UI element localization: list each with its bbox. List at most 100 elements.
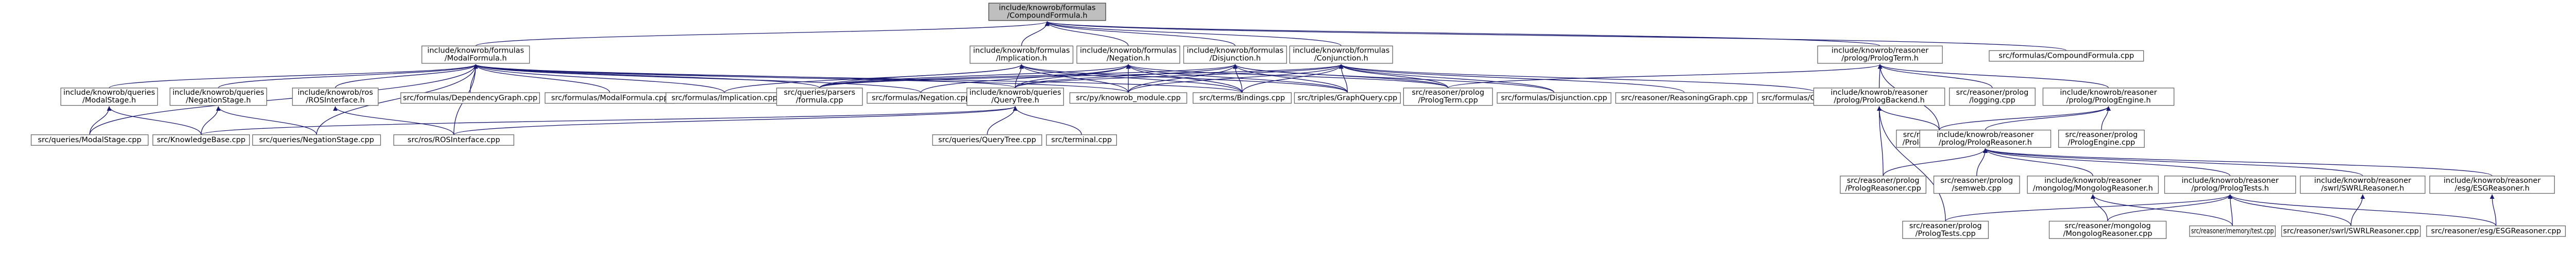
node-label: src/reasoner/prolog (1412, 89, 1484, 97)
node-label: src/reasoner/prolog (1956, 89, 2029, 97)
node-neg-h[interactable]: include/knowrob/formulas/Negation.h (1076, 45, 1180, 64)
node-bindings-cpp[interactable]: src/terms/Bindings.cpp (1193, 92, 1292, 104)
edge-esg_cpp-to-prologtests_h (2228, 194, 2497, 226)
edge-negation_cpp-to-modal_h (473, 64, 922, 93)
node-box (1817, 45, 1943, 64)
node-querytree-h[interactable]: include/knowrob/queries/QueryTree.h (967, 88, 1064, 106)
node-compound-cpp[interactable]: src/formulas/CompoundFormula.cpp (1989, 50, 2144, 62)
node-esg-cpp[interactable]: src/reasoner/esg/ESGReasoner.cpp (2426, 225, 2566, 237)
node-label: src/reasoner/swrl/SWRLReasoner.cpp (2283, 227, 2419, 235)
node-label: src/formulas/ModalFormula.cpp (551, 94, 669, 102)
node-impl-h[interactable]: include/knowrob/formulas/Implication.h (970, 45, 1074, 64)
node-box (1294, 92, 1401, 104)
node-mongolog-h[interactable]: include/knowrob/reasoner/mongolog/Mongol… (2027, 176, 2159, 194)
edge-esg_h-to-prologreasoner_h (1983, 148, 2493, 177)
node-box (60, 88, 158, 106)
node-label: /QueryTree.h (991, 96, 1039, 105)
node-negstage-h[interactable]: include/knowrob/queries/NegationStage.h (170, 88, 267, 106)
node-kb-cpp[interactable]: src/KnowledgeBase.cpp (152, 134, 250, 146)
edge-prologbackend_cpp-to-prologbackend_h (1877, 106, 1940, 130)
node-logging-cpp[interactable]: src/reasoner/prolog/logging.cpp (1949, 88, 2036, 106)
node-impl-cpp[interactable]: src/formulas/Implication.cpp (665, 92, 784, 104)
node-esg-h[interactable]: include/knowrob/reasoner/esg/ESGReasoner… (2429, 176, 2555, 194)
node-label: include/knowrob/reasoner (1937, 131, 2033, 139)
node-prologengine-cpp[interactable]: src/reasoner/prolog/PrologEngine.cpp (2058, 129, 2145, 148)
node-box (932, 134, 1042, 146)
node-pymodule-cpp[interactable]: src/py/knowrob_module.cpp (1069, 92, 1188, 104)
edge-swrl_cpp-to-swrl_h (2350, 194, 2365, 226)
node-modal-cpp[interactable]: src/formulas/ModalFormula.cpp (545, 92, 675, 104)
edge-prologterm_cpp-to-prologterm_h (1447, 64, 1883, 89)
node-mongolog-cpp[interactable]: src/reasoner/mongolog/MongologReasoner.c… (2048, 220, 2167, 239)
node-label: include/knowrob/formulas (999, 4, 1096, 12)
dependency-edges (89, 21, 2497, 226)
node-conj-h[interactable]: include/knowrob/formulas/Conjunction.h (1289, 45, 1393, 64)
node-label: include/knowrob/formulas (427, 47, 524, 55)
node-box (2300, 176, 2426, 194)
edge-disj_cpp-to-disj_h (1233, 64, 1555, 93)
node-label: include/knowrob/formulas (973, 47, 1070, 55)
node-memory-cpp[interactable]: src/reasoner/memory/test.cpp (2189, 225, 2276, 237)
node-label: /logging.cpp (1969, 96, 2015, 105)
edge-bindings_cpp-to-impl_h (1019, 64, 1243, 93)
node-graphquery-cpp[interactable]: src/triples/GraphQuery.cpp (1294, 92, 1401, 104)
node-label: /swrl/SWRLReasoner.h (2321, 184, 2404, 193)
edge-kb_cpp-to-querytree_h (200, 106, 1018, 135)
node-label: src/reasoner/esg/ESGReasoner.cpp (2431, 227, 2561, 235)
node-label: include/knowrob/reasoner (2314, 177, 2411, 185)
node-depgraph-cpp[interactable]: src/formulas/DependencyGraph.cpp (400, 92, 540, 104)
edge-querytree_h-to-disj_h (1014, 64, 1238, 89)
node-swrl-h[interactable]: include/knowrob/reasoner/swrl/SWRLReason… (2300, 176, 2426, 194)
node-prologengine-h[interactable]: include/knowrob/reasoner/prolog/PrologEn… (2042, 88, 2175, 106)
node-box (1615, 92, 1754, 104)
edge-terminal_cpp-to-querytree_h (1013, 106, 1082, 135)
node-rosiface-h[interactable]: include/knowrob/ros/ROSInterface.h (292, 88, 379, 106)
edge-prologtests_h-to-prologreasoner_h (1983, 148, 2231, 177)
edge-parsers_cpp-to-disj_h (819, 64, 1238, 89)
node-disj-h[interactable]: include/knowrob/formulas/Disjunction.h (1183, 45, 1287, 64)
node-prologterm-cpp[interactable]: src/reasoner/prolog/PrologTerm.cpp (1403, 88, 1493, 106)
node-modalstage-cpp[interactable]: src/queries/ModalStage.cpp (30, 134, 149, 146)
node-negstage-cpp[interactable]: src/queries/NegationStage.cpp (252, 134, 381, 146)
node-rosiface-cpp[interactable]: src/ros/ROSInterface.cpp (393, 134, 515, 146)
node-label: /prolog/PrologTerm.h (1841, 55, 1919, 63)
edge-disj_h-to-root (1045, 21, 1236, 46)
node-prologbackend-h[interactable]: include/knowrob/reasoner/prolog/PrologBa… (1813, 88, 1945, 106)
node-box (292, 88, 379, 106)
edge-prologterm_cpp-to-disj_h (1233, 64, 1449, 89)
node-prologreasoner-h[interactable]: include/knowrob/reasoner/prolog/PrologRe… (1919, 129, 2052, 148)
edge-pymodule_cpp-to-impl_h (1019, 64, 1129, 93)
node-disj-cpp[interactable]: src/formulas/Disjunction.cpp (1497, 92, 1612, 104)
node-swrl-cpp[interactable]: src/reasoner/swrl/SWRLReasoner.cpp (2281, 225, 2421, 237)
node-modal-h[interactable]: include/knowrob/formulas/ModalFormula.h (421, 45, 530, 64)
node-box (2164, 176, 2296, 194)
node-swiweb-cpp[interactable]: src/reasoner/prolog/semweb.cpp (1933, 176, 2020, 194)
node-parsers-cpp[interactable]: src/queries/parsers/formula.cpp (776, 88, 863, 106)
edge-prologreasoner_cpp-to-prologreasoner_h (1883, 148, 1988, 176)
node-box (170, 88, 267, 106)
node-querytree-cpp[interactable]: src/queries/QueryTree.cpp (932, 134, 1042, 146)
node-label: /PrologEngine.cpp (2068, 139, 2136, 147)
node-modalstage-h[interactable]: include/knowrob/queries/ModalStage.h (60, 88, 158, 106)
node-label: include/knowrob/ros (298, 89, 373, 97)
node-prologterm-h[interactable]: include/knowrob/reasoner/prolog/PrologTe… (1817, 45, 1943, 64)
node-negation-cpp[interactable]: src/formulas/Negation.cpp (867, 92, 975, 104)
node-root[interactable]: include/knowrob/formulas/CompoundFormula… (988, 3, 1106, 21)
edge-bindings_cpp-to-conj_h (1242, 64, 1344, 93)
node-label: include/knowrob/reasoner (2044, 177, 2141, 185)
node-prologreasoner-cpp[interactable]: src/reasoner/prolog/PrologReasoner.cpp (1840, 176, 1927, 194)
edge-prologbackend_h-to-prologterm_h (1877, 64, 1883, 88)
edge-rosiface_h-to-modal_h (335, 64, 478, 89)
node-label: include/knowrob/queries (63, 89, 155, 97)
node-label: /formula.cpp (796, 96, 843, 105)
node-prologtests-h[interactable]: include/knowrob/reasoner/prolog/PrologTe… (2164, 176, 2296, 194)
node-reasgraph-cpp[interactable]: src/reasoner/ReasoningGraph.cpp (1615, 92, 1754, 104)
edge-neg_h-to-root (1045, 21, 1129, 46)
node-label: include/knowrob/queries (173, 89, 264, 97)
node-label: src/formulas/CompoundFormula.cpp (1998, 52, 2134, 60)
node-terminal-cpp[interactable]: src/terminal.cpp (1046, 134, 1117, 146)
edge-esg_cpp-to-esg_h (2489, 194, 2497, 226)
node-prologtests-cpp[interactable]: src/reasoner/prolog/PrologTests.cpp (1902, 220, 1989, 239)
node-box (2189, 225, 2276, 237)
